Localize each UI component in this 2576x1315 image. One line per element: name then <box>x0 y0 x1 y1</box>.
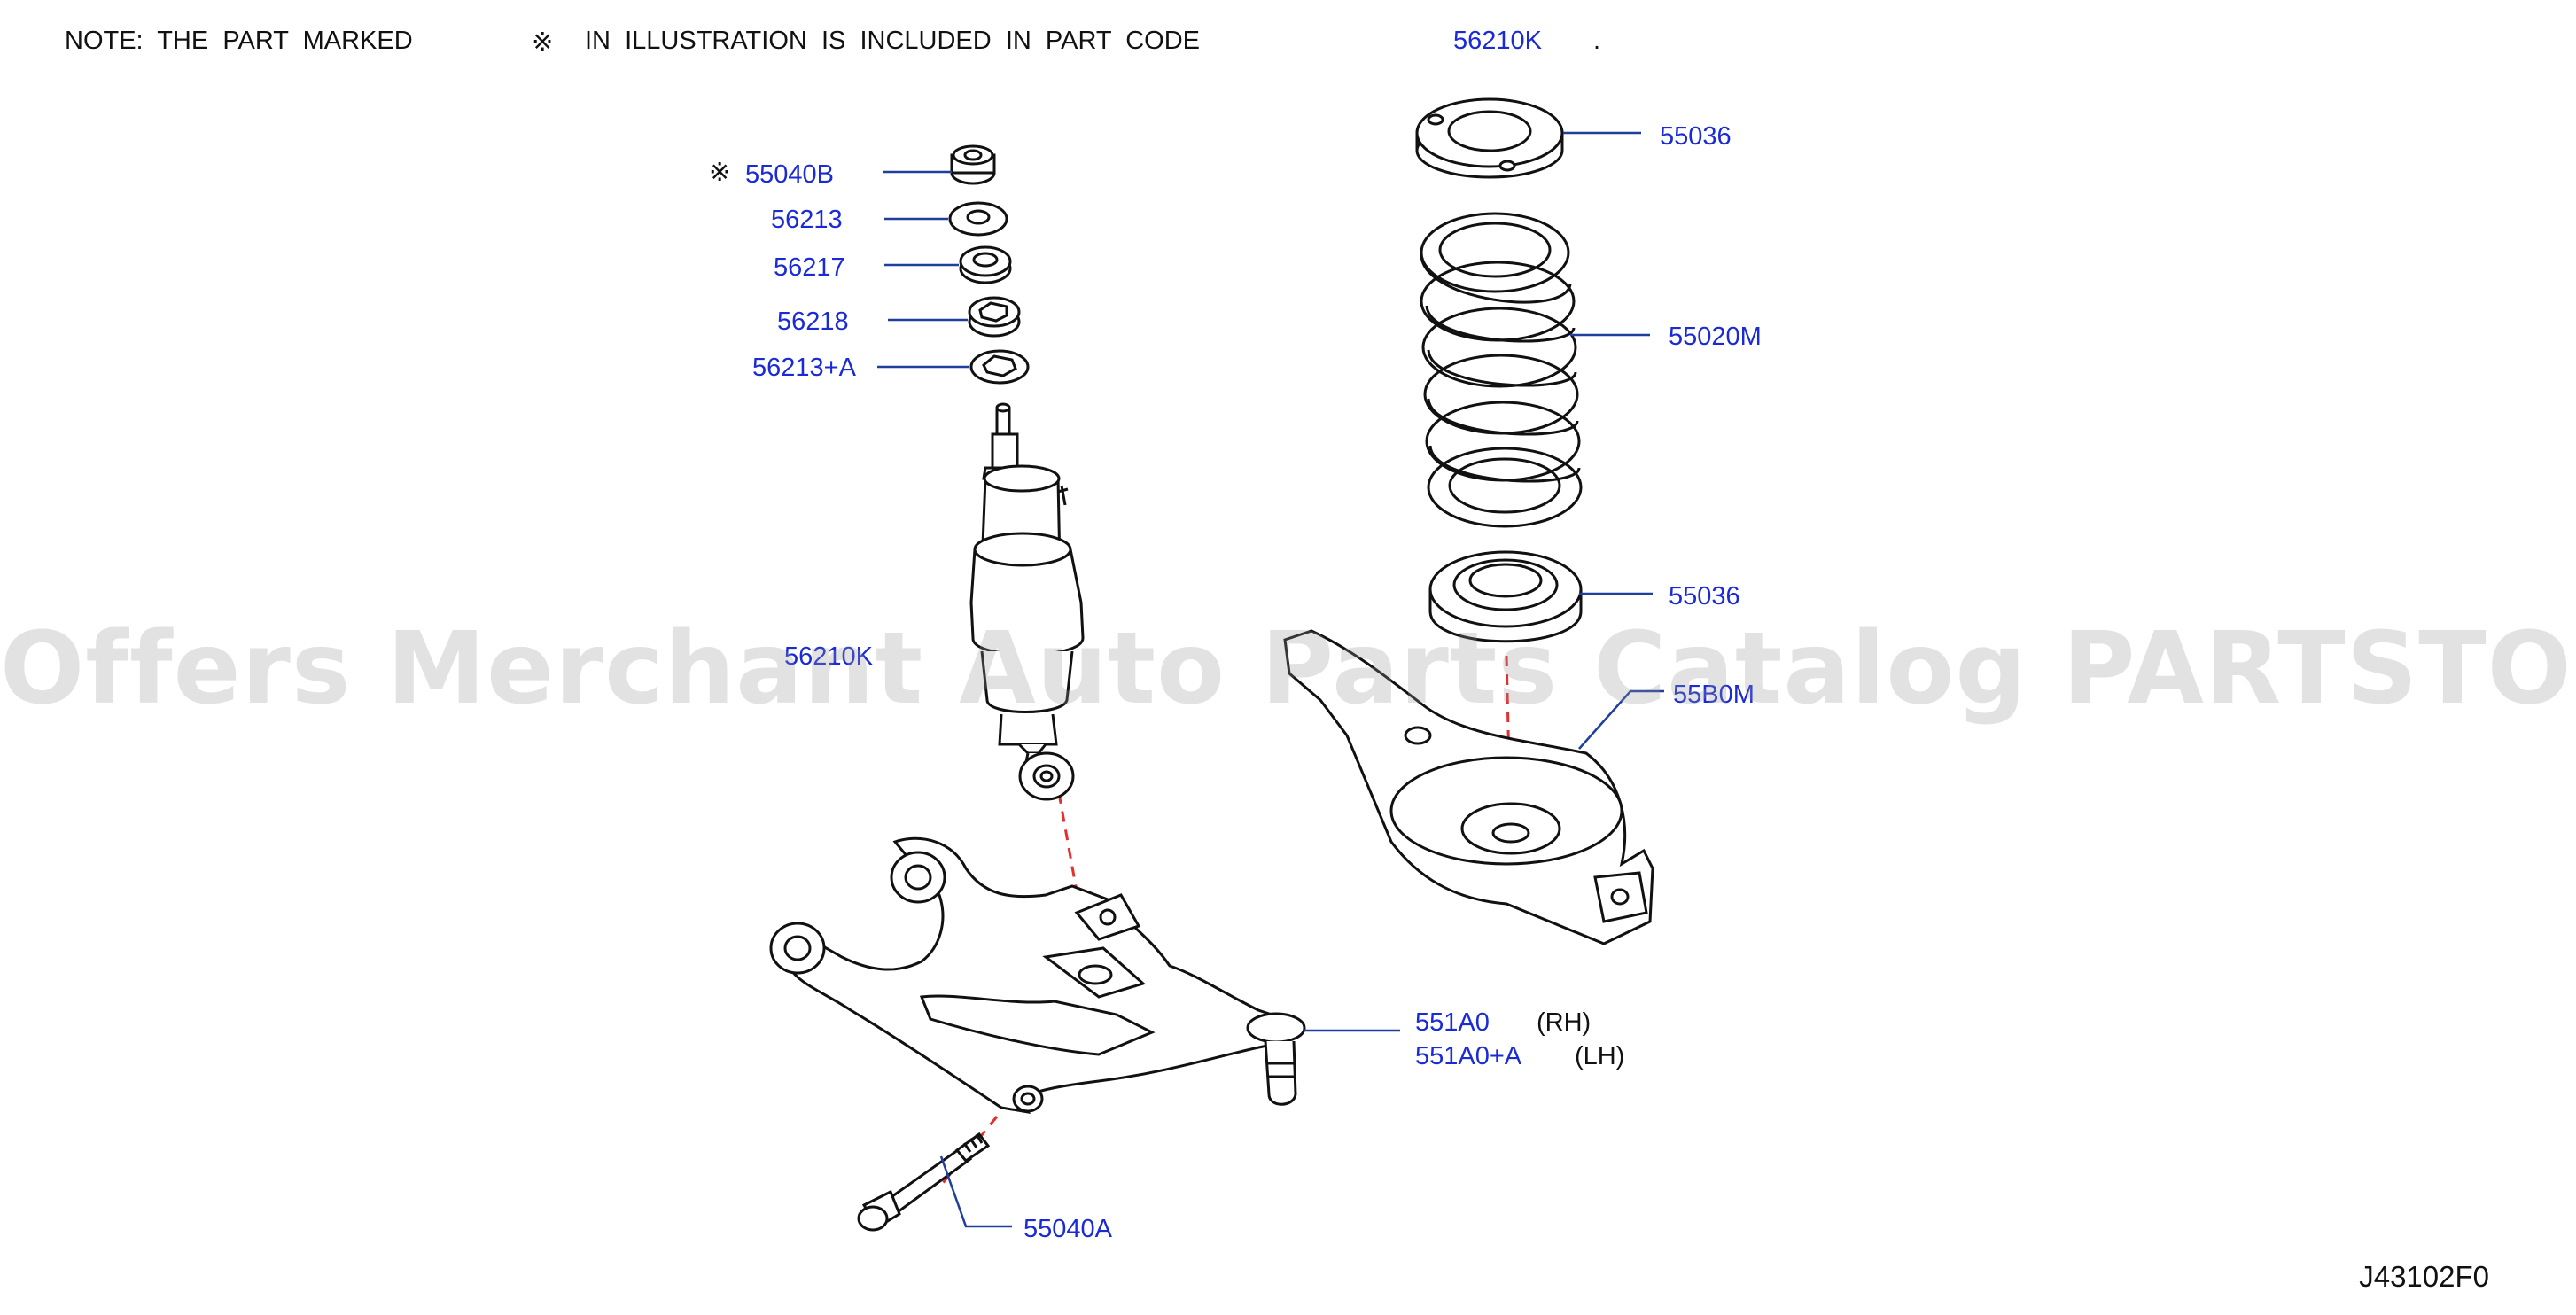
callout-56213A[interactable]: 56213+A <box>752 354 857 382</box>
note-suffix: . <box>1593 27 1601 55</box>
control-arm-551A0[interactable] <box>769 836 1306 1115</box>
callout-55020M[interactable]: 55020M <box>1669 323 1762 351</box>
callout-55036-top[interactable]: 55036 <box>1660 122 1732 151</box>
note-part-code-link[interactable]: 56210K <box>1453 27 1542 55</box>
callout-56213[interactable]: 56213 <box>771 206 843 234</box>
callout-551A0[interactable]: 551A0 <box>1415 1008 1490 1037</box>
spring-seat-upper-55036[interactable] <box>1415 97 1564 179</box>
lower-link-55B0M[interactable] <box>1283 629 1654 945</box>
note-line: NOTE: THE PART MARKED ※ IN ILLUSTRATION … <box>65 27 1624 64</box>
callout-551A0A[interactable]: 551A0+A <box>1415 1042 1522 1070</box>
coil-spring-55020M[interactable] <box>1420 212 1583 528</box>
callout-55040A[interactable]: 55040A <box>1023 1215 1113 1243</box>
callout-55040B-mark: ※ <box>709 159 730 187</box>
bushing-56217[interactable] <box>959 245 1012 284</box>
callout-551A0A-lh: (LH) <box>1575 1042 1624 1070</box>
callout-55B0M[interactable]: 55B0M <box>1673 681 1755 709</box>
callout-56210K[interactable]: 56210K <box>784 642 874 671</box>
watermark: Offers Merchant Auto Parts Catalog PARTS… <box>0 611 2576 727</box>
note-mark: ※ <box>532 28 554 57</box>
diagram-code: J43102F0 <box>2359 1260 2489 1293</box>
callout-551A0-rh: (RH) <box>1537 1008 1591 1037</box>
callout-56217[interactable]: 56217 <box>774 253 845 282</box>
bushing-56218[interactable] <box>968 296 1021 338</box>
leader-lines <box>877 131 1664 1228</box>
callout-55036-bottom[interactable]: 55036 <box>1669 582 1740 611</box>
spring-seat-lower-55036[interactable] <box>1428 550 1583 643</box>
bolt-55040A[interactable] <box>857 1132 991 1232</box>
callout-55040B[interactable]: 55040B <box>745 160 834 189</box>
callout-56218[interactable]: 56218 <box>777 307 849 336</box>
washer-56213[interactable] <box>948 201 1008 237</box>
note-middle: IN ILLUSTRATION IS INCLUDED IN PART CODE <box>585 27 1200 55</box>
shock-absorber-56210K[interactable] <box>969 402 1085 801</box>
note-prefix: NOTE: THE PART MARKED <box>65 27 413 55</box>
mount-nut-55040B[interactable] <box>950 144 996 185</box>
washer-56213A[interactable] <box>969 349 1030 385</box>
